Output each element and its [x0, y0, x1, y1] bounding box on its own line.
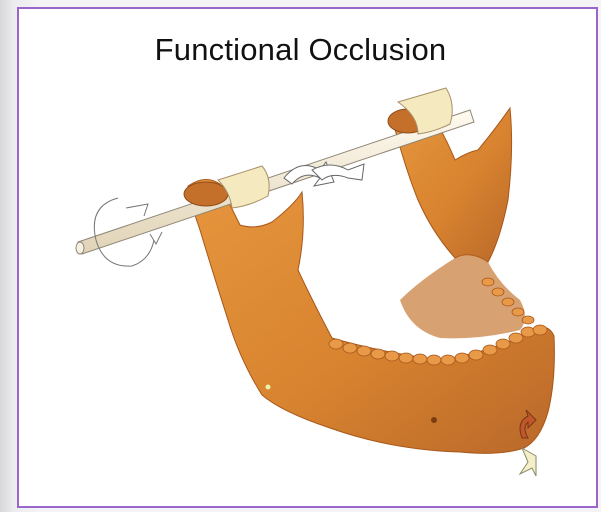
down-arrow-icon — [520, 448, 536, 476]
slide-title: Functional Occlusion — [0, 32, 601, 68]
inner-arch-shade — [400, 255, 525, 339]
highlight-spot — [266, 385, 271, 390]
left-condyle — [184, 182, 228, 206]
mental-foramen — [431, 417, 437, 423]
